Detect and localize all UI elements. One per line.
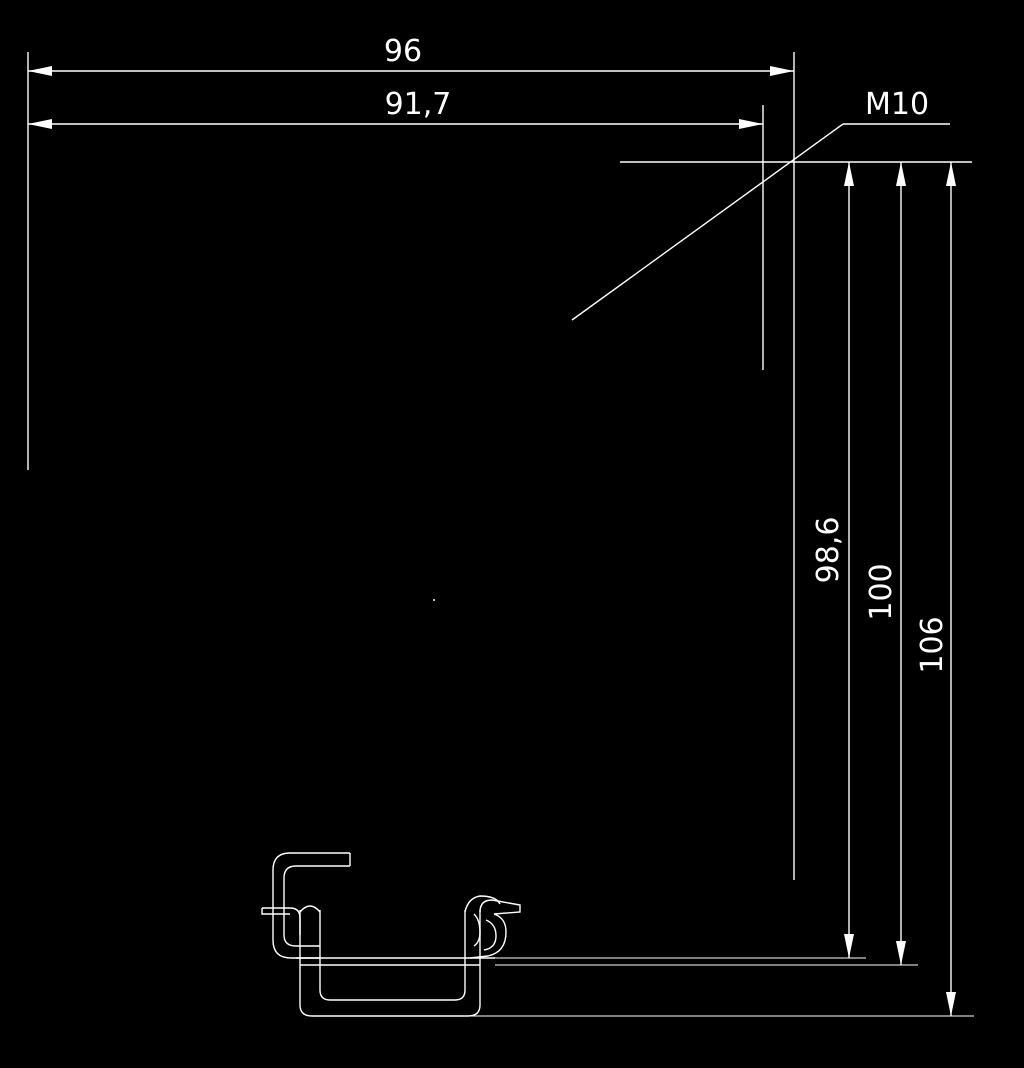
dimension-106: 106	[470, 162, 974, 1017]
right-wall-inner	[464, 895, 501, 913]
label-100: 100	[864, 563, 899, 620]
leader-line	[571, 123, 844, 321]
arrow-left-917	[28, 119, 52, 129]
right-hook-curve-inner	[483, 919, 497, 951]
arrow-left-96	[28, 66, 52, 76]
channel-outer	[299, 910, 481, 1017]
arrow-bottom-106	[946, 992, 956, 1016]
arrow-top-106	[946, 162, 956, 186]
left-wall	[299, 905, 321, 913]
hook-outer	[272, 852, 350, 959]
left-flange-lower	[261, 908, 290, 915]
channel-inner	[319, 910, 466, 1001]
right-hook-curve	[469, 913, 507, 959]
stray-dot	[433, 599, 435, 601]
arrow-top-100	[896, 162, 906, 186]
hook-inner	[283, 865, 350, 947]
arrow-bottom-100	[896, 941, 906, 965]
dimension-91-7: 91,7	[28, 87, 764, 370]
label-m10: M10	[865, 87, 929, 122]
dimension-96: 96	[27, 34, 795, 880]
rail-profile	[261, 852, 521, 1017]
thread-callout: M10	[571, 87, 950, 321]
left-flange	[262, 907, 301, 935]
arrow-right-96	[770, 66, 794, 76]
dimension-98-6: 98,6	[495, 162, 866, 959]
label-91-7: 91,7	[385, 87, 452, 122]
arrow-right-917	[739, 119, 763, 129]
label-106: 106	[915, 616, 950, 673]
right-wall-outer	[479, 899, 521, 915]
right-hook-small	[473, 913, 481, 947]
arrow-bottom-986	[844, 934, 854, 958]
label-96: 96	[384, 34, 422, 69]
arrow-top-986	[844, 162, 854, 186]
label-98-6: 98,6	[811, 517, 846, 584]
dimension-100: 100	[495, 162, 918, 966]
